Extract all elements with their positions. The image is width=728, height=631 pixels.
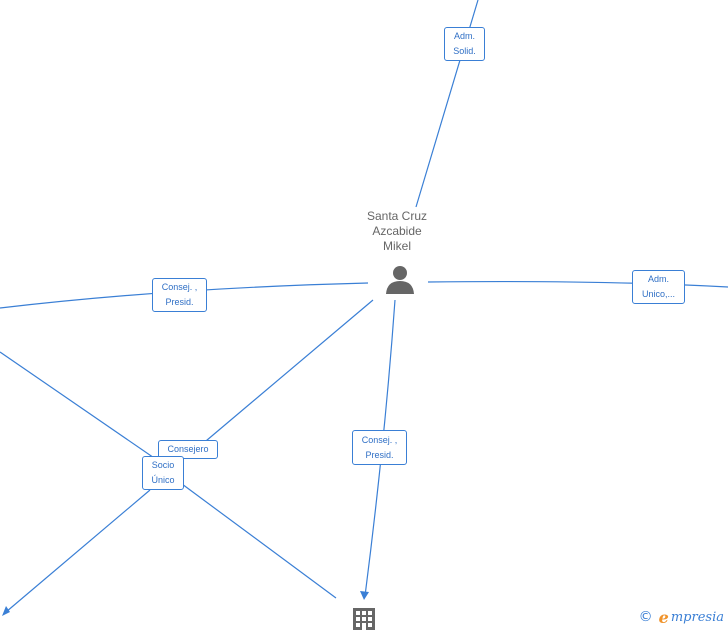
- copyright-symbol: ©: [638, 609, 653, 625]
- edge-left-to-socio: [0, 351, 161, 463]
- relation-label-consej-presid-left[interactable]: Consej. , Presid.: [152, 278, 207, 312]
- relation-label-socio-unico[interactable]: Socio Único: [142, 456, 184, 490]
- brand-watermark: © e mpresia: [638, 607, 724, 627]
- relation-label-adm-unico[interactable]: Adm. Unico,...: [632, 270, 685, 304]
- edge-socio-to-company: [181, 483, 337, 599]
- person-name-line-3: Mikel: [382, 239, 411, 253]
- relation-label-consej-presid-bottom[interactable]: Consej. , Presid.: [352, 430, 407, 465]
- brand-logo-text: mpresia: [670, 609, 724, 625]
- person-icon[interactable]: [384, 263, 416, 295]
- arrow-head-company: [360, 591, 369, 600]
- person-name-label: Santa Cruz Azcabide Mikel: [352, 209, 442, 254]
- person-name-line-1: Santa Cruz: [366, 209, 428, 223]
- edge-consejero: [199, 299, 374, 447]
- edge-socio-to-bottom-left: [5, 489, 151, 613]
- relation-label-adm-solid[interactable]: Adm. Solid.: [444, 27, 485, 61]
- edge-adm-unico: [427, 280, 728, 288]
- relation-label-consejero[interactable]: Consejero: [158, 440, 218, 459]
- arrow-head-bottom-left: [2, 606, 10, 616]
- person-name-line-2: Azcabide: [372, 224, 422, 238]
- brand-logo-e: e: [658, 607, 669, 627]
- building-icon[interactable]: [352, 607, 376, 631]
